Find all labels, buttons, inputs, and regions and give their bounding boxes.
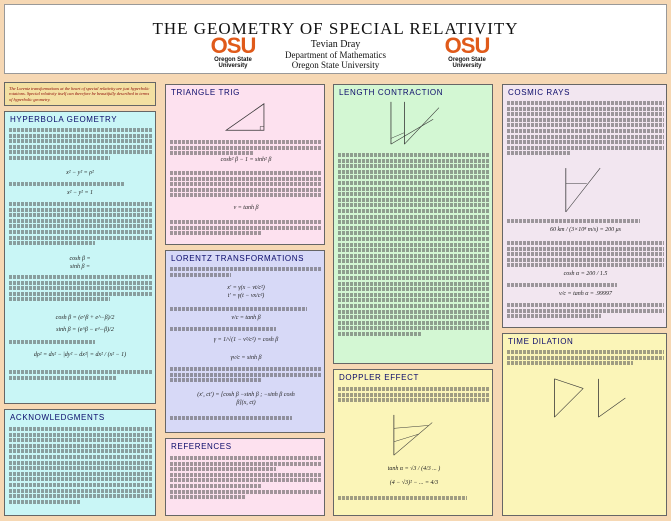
references-body: [170, 456, 322, 501]
hyperbola-eq-2: x² − y² = 1: [66, 190, 94, 196]
hyperbola-panel: HYPERBOLA GEOMETRY x² − y² = ρ² x² − y² …: [4, 111, 156, 404]
length-figure: [390, 101, 440, 145]
lorentz-eq-3: γ = 1/√(1 − v²/c²) = cosh β: [213, 337, 279, 343]
cosmic-panel: COSMIC RAYS 60 km / (3×10⁸ m/s) = 200 μs…: [502, 84, 667, 328]
lorentz-eq-1: x′ = γ(x − vt/c²)t′ = γ(t − vx/c²): [227, 285, 265, 299]
cosmic-intro: [507, 101, 664, 157]
hyperbola-eq-1: x² − y² = ρ²: [66, 170, 94, 176]
lorentz-title: LORENTZ TRANSFORMATIONS: [171, 254, 305, 263]
cosmic-eq-3: v/c = tanh α = .99997: [559, 291, 612, 297]
abstract-text: The Lorentz transformations at the heart…: [9, 86, 150, 102]
author-univ: Oregon State University: [291, 60, 380, 70]
length-title: LENGTH CONTRACTION: [339, 88, 444, 97]
abstract-panel: The Lorentz transformations at the heart…: [4, 82, 156, 106]
triangle-title: TRIANGLE TRIG: [171, 88, 240, 97]
length-body: [338, 153, 490, 338]
ack-panel: ACKNOWLEDGMENTS: [4, 409, 156, 516]
hyperbola-eq-3: cosh β =sinh β =: [69, 256, 91, 270]
time-dilation-figure: [554, 378, 626, 418]
triangle-panel: TRIANGLE TRIG cosh² β − 1 = sinh² β v = …: [165, 84, 325, 245]
hyperbola-body-2: [9, 202, 153, 247]
hyperbola-body-1: [9, 128, 153, 162]
author-block: Tevian Dray Department of Mathematics Or…: [5, 39, 666, 71]
lorentz-eq-4: γv/c = sinh β: [230, 355, 262, 361]
ack-body: [9, 427, 153, 505]
osu-logo-right: OSU Oregon State University: [444, 33, 491, 70]
osu-logo-left: OSU Oregon State University: [210, 33, 257, 70]
references-title: REFERENCES: [171, 442, 232, 451]
hyperbola-title: HYPERBOLA GEOMETRY: [10, 115, 118, 124]
ack-title: ACKNOWLEDGMENTS: [10, 413, 105, 422]
cosmic-figure-1: [565, 167, 601, 213]
cosmic-eq-2: cosh α = 200 / 1.5: [563, 271, 608, 277]
length-panel: LENGTH CONTRACTION: [333, 84, 493, 364]
triangle-eq-2: v = tanh β: [233, 205, 259, 211]
doppler-title: DOPPLER EFFECT: [339, 373, 419, 382]
triangle-eq-1: cosh² β − 1 = sinh² β: [220, 157, 272, 163]
references-panel: REFERENCES: [165, 438, 325, 516]
time-dilation-title: TIME DILATION: [508, 337, 574, 346]
poster-title: THE GEOMETRY OF SPECIAL RELATIVITY: [152, 19, 519, 38]
doppler-figure: [393, 414, 433, 456]
author-name: Tevian Dray: [310, 39, 361, 50]
lorentz-matrix: (x′, ct′) = [cosh β −sinh β ; −sinh β co…: [197, 392, 295, 406]
hyperbola-eq-5: dρ² = dx² − |dy² − dx²| = dx² / (x² − 1): [33, 352, 127, 358]
time-dilation-panel: TIME DILATION: [502, 333, 667, 516]
doppler-panel: DOPPLER EFFECT tanh α = √3 / (4/3 ... ) …: [333, 369, 493, 516]
poster-header: THE GEOMETRY OF SPECIAL RELATIVITY OSU O…: [4, 4, 667, 74]
doppler-eq-2: (4 − √3)² − ... = 4/3: [389, 480, 439, 486]
cosmic-eq-1: 60 km / (3×10⁸ m/s) = 200 μs: [549, 227, 622, 233]
lorentz-panel: LORENTZ TRANSFORMATIONS x′ = γ(x − vt/c²…: [165, 250, 325, 433]
cosmic-title: COSMIC RAYS: [508, 88, 571, 97]
author-dept: Department of Mathematics: [285, 50, 386, 60]
lorentz-eq-2: v/c = tanh β: [231, 315, 261, 321]
doppler-eq-1: tanh α = √3 / (4/3 ... ): [387, 466, 441, 472]
triangle-figure: [224, 103, 265, 131]
